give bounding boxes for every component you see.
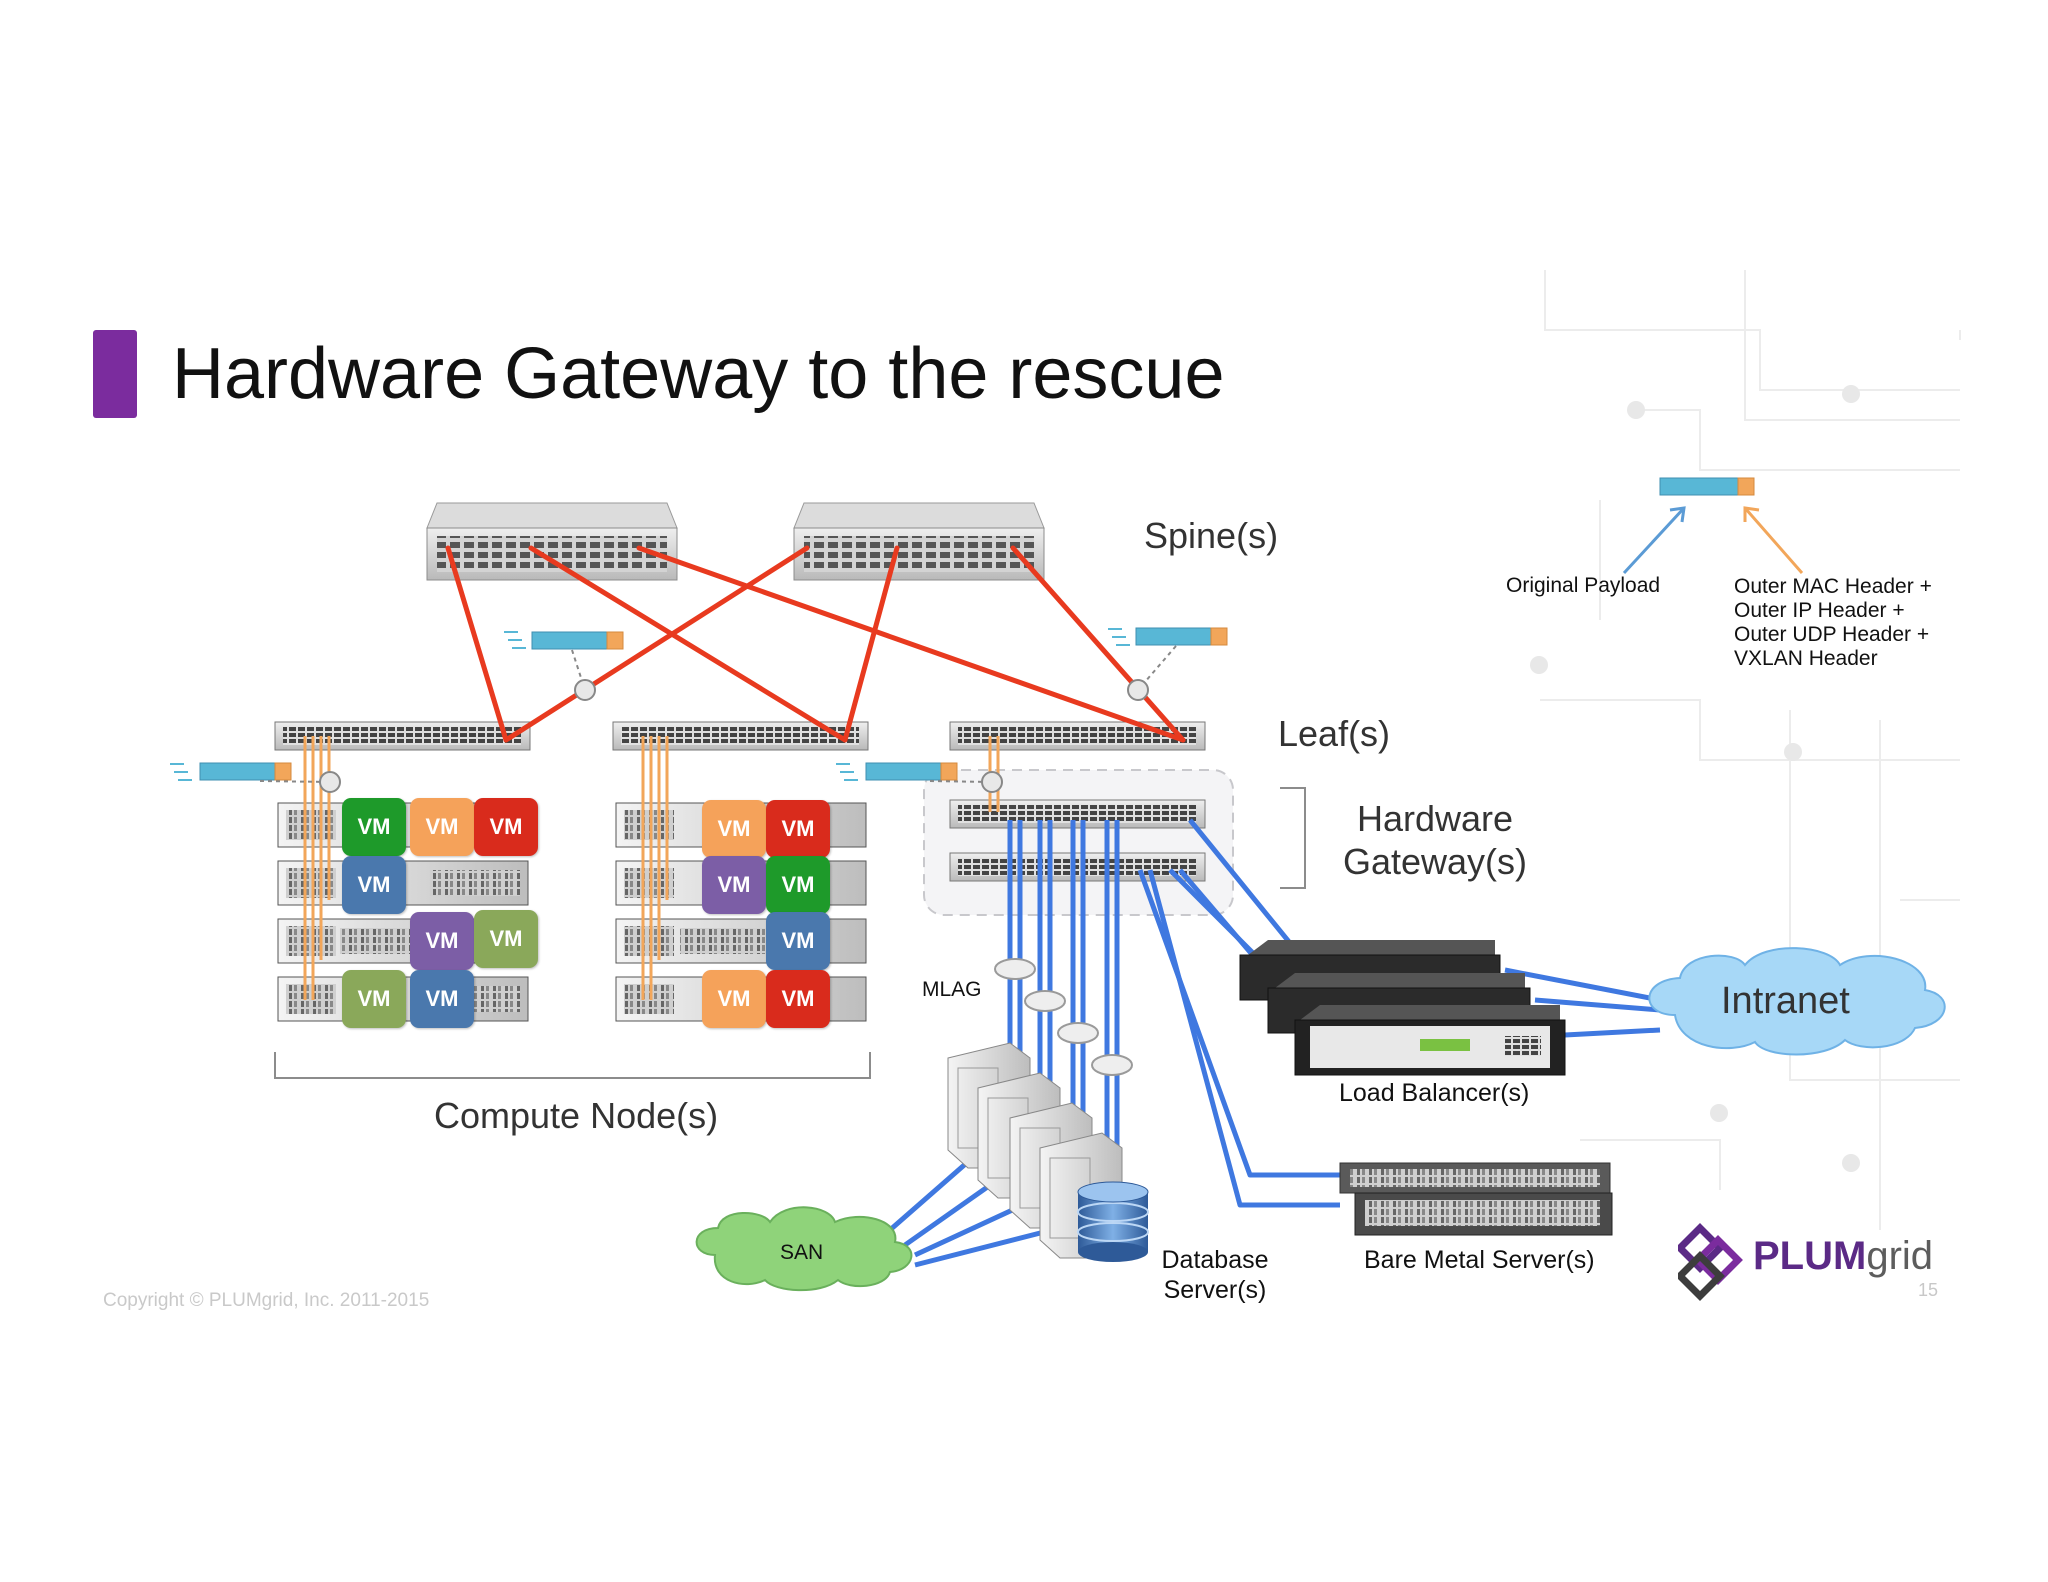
vm-tile: VM [474, 910, 538, 968]
mlag-ovals [994, 958, 1133, 1076]
page-number: 15 [1918, 1280, 1939, 1300]
packet-indicator-3 [170, 762, 341, 793]
vm-tile: VM [766, 970, 830, 1028]
vm-tile: VM [410, 970, 474, 1028]
legend-outer-ip: Outer IP Header + [1734, 599, 1905, 622]
vm-tile: VM [342, 970, 406, 1028]
compute-nodes-label: Compute Node(s) [434, 1095, 719, 1136]
legend-vxlan-header: VXLAN Header [1734, 647, 1878, 670]
intranet-label: Intranet [1721, 980, 1850, 1022]
hardware-gateway-switch-1 [949, 799, 1206, 829]
packet-indicator-1 [504, 631, 624, 701]
leaf-switch-3 [949, 721, 1206, 751]
leaf-switch-2 [612, 721, 869, 751]
legend-outer-headers: Outer MAC Header + Outer IP Header + Out… [1734, 575, 1932, 671]
vm-tile: VM [474, 798, 538, 856]
hardware-gateway-label-line1: Hardware [1356, 798, 1514, 839]
leafs-label: Leaf(s) [1278, 713, 1391, 754]
logo-text-light: grid [1866, 1234, 1934, 1278]
packet-indicator-4 [836, 762, 1003, 793]
plumgrid-logo-mark [1678, 1223, 1743, 1301]
database-servers-label: Database Server(s) [1140, 1245, 1290, 1305]
plumgrid-logo-text: PLUMgrid [1753, 1236, 1933, 1276]
bare-metal-servers-label: Bare Metal Server(s) [1364, 1246, 1595, 1274]
overlay-links [303, 736, 1000, 1000]
database-icon [1077, 1181, 1149, 1262]
san-cloud [695, 1206, 913, 1292]
leaf-switch-1 [274, 721, 531, 751]
vm-tile: VM [766, 856, 830, 914]
vm-tile: VM [342, 856, 406, 914]
database-servers-label-line1: Database [1161, 1246, 1269, 1274]
legend-outer-udp: Outer UDP Header + [1734, 623, 1930, 646]
bare-metal-servers [1339, 1162, 1613, 1236]
hardware-gateway-switch-2 [949, 852, 1206, 882]
san-label: SAN [780, 1241, 824, 1264]
vm-tile: VM [702, 800, 766, 858]
intranet-cloud [1648, 947, 1946, 1056]
hardware-gateway-label-line2: Gateway(s) [1342, 841, 1528, 883]
spine-leaf-links [445, 545, 1186, 743]
plumgrid-logo: PLUMgrid [1678, 1222, 1938, 1302]
vm-tile: VM [702, 970, 766, 1028]
mlag-label: MLAG [922, 978, 982, 1001]
vm-tile: VM [766, 800, 830, 858]
spine-switch-2 [793, 502, 1045, 581]
vm-tile: VM [702, 856, 766, 914]
load-balancers-label: Load Balancer(s) [1339, 1079, 1530, 1107]
hardware-gateway-label: Hardware Gateway(s) [1320, 797, 1550, 883]
hardware-gateway-group [923, 769, 1234, 916]
packet-indicator-2 [1108, 627, 1228, 701]
legend-packet [1622, 477, 1804, 575]
database-servers-label-line2: Server(s) [1163, 1276, 1267, 1304]
spine-switch-1 [426, 502, 678, 581]
legend-original-payload: Original Payload [1506, 574, 1661, 597]
compute-nodes-bracket [274, 1052, 871, 1079]
title-accent-bar [93, 330, 137, 418]
vm-tile: VM [766, 912, 830, 970]
spines-label: Spine(s) [1144, 515, 1279, 556]
logo-text-bold: PLUM [1753, 1234, 1867, 1278]
vm-tile: VM [410, 798, 474, 856]
vm-tile: VM [410, 912, 474, 970]
legend-outer-mac: Outer MAC Header + [1734, 575, 1932, 598]
vm-tile: VM [342, 798, 406, 856]
slide-title: Hardware Gateway to the rescue [172, 334, 1225, 414]
hardware-gateway-bracket [1280, 787, 1306, 889]
load-balancers [1239, 940, 1566, 1076]
copyright-text: Copyright © PLUMgrid, Inc. 2011-2015 [103, 1290, 430, 1311]
